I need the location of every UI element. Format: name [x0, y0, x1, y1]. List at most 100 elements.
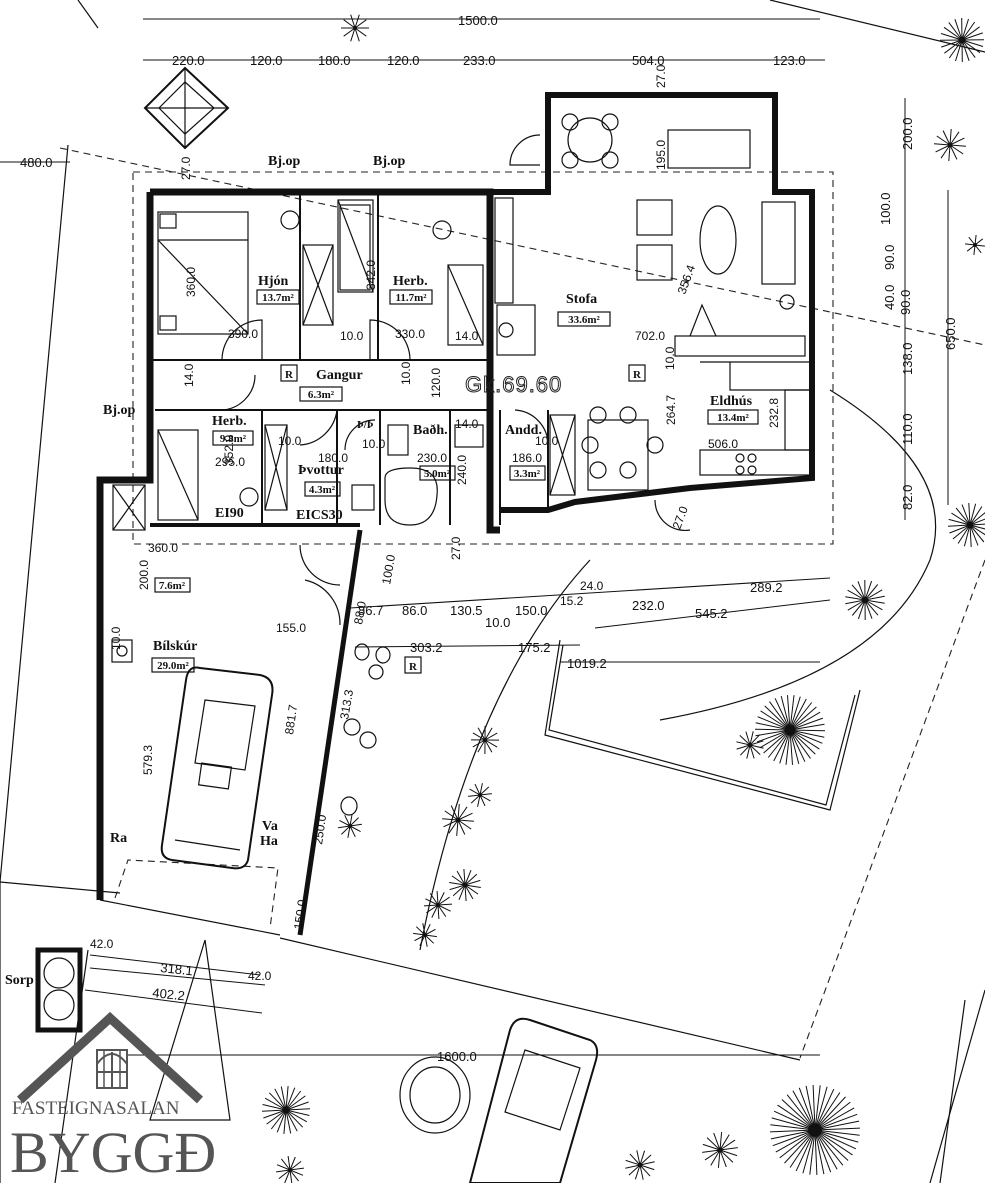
svg-text:88.0: 88.0: [351, 600, 369, 626]
sofa: [761, 201, 796, 285]
room-area-hjon: 13.7m²: [262, 292, 294, 304]
tree-icon: [341, 14, 369, 42]
tree-icon: [933, 128, 967, 162]
window-opening-label: Bj.op: [268, 154, 301, 169]
sorp-label: Sorp: [5, 973, 34, 988]
svg-text:352.0: 352.0: [222, 435, 236, 465]
logo-line2: BYGGÐ: [10, 1120, 216, 1183]
svg-text:220.0: 220.0: [172, 53, 205, 68]
svg-text:123.0: 123.0: [773, 53, 806, 68]
svg-text:24.0: 24.0: [580, 579, 604, 593]
svg-text:40.0: 40.0: [882, 285, 897, 310]
tree-icon: [338, 814, 362, 838]
svg-text:545.2: 545.2: [695, 606, 728, 621]
tree-icon: [702, 1132, 738, 1168]
svg-text:232.8: 232.8: [767, 398, 781, 428]
svg-text:10.0: 10.0: [485, 615, 510, 630]
dimension-texts: 1500.0 220.0 120.0 180.0 120.0 233.0 504…: [20, 13, 958, 1064]
svg-text:504.0: 504.0: [632, 53, 665, 68]
single-bed: [339, 204, 371, 291]
tree-icon: [736, 731, 764, 759]
room-name-bilskur: Bílskúr: [153, 639, 197, 654]
svg-text:230.0: 230.0: [417, 451, 447, 465]
svg-text:650.0: 650.0: [943, 317, 958, 350]
sofa-2: [667, 129, 751, 169]
svg-text:100.0: 100.0: [878, 192, 893, 225]
exterior-walls: [96, 92, 815, 936]
room-area-bilskur: 29.0m²: [157, 660, 189, 672]
svg-text:14.0: 14.0: [455, 329, 479, 343]
armchair-2: [636, 244, 673, 281]
svg-text:233.0: 233.0: [463, 53, 496, 68]
tree-icon: [449, 868, 481, 902]
svg-text:250.0: 250.0: [311, 813, 329, 845]
svg-text:150.0: 150.0: [291, 898, 309, 930]
tree-icon: [261, 1086, 311, 1134]
tree-icon: [276, 1156, 304, 1183]
svg-text:480.0: 480.0: [20, 155, 53, 170]
dimension-lines: [0, 18, 949, 1056]
svg-text:150.0: 150.0: [515, 603, 548, 618]
ra-label: Ra: [110, 831, 127, 846]
svg-text:180.0: 180.0: [318, 451, 348, 465]
svg-text:90.0: 90.0: [882, 245, 897, 270]
room-labels: Hjón 13.7m² Herb. 11.7m² Stofa 33.6m² Ga…: [151, 274, 759, 673]
svg-text:120.0: 120.0: [387, 53, 420, 68]
svg-text:27.0: 27.0: [179, 156, 193, 180]
room-name-gangur: Gangur: [316, 368, 363, 383]
room-name-andd: Andd.: [505, 423, 542, 438]
svg-text:264.7: 264.7: [664, 395, 678, 425]
svg-text:232.0: 232.0: [632, 598, 665, 613]
svg-text:10.0: 10.0: [362, 437, 386, 451]
svg-text:360.0: 360.0: [184, 267, 198, 297]
dining-table-terrace: [567, 117, 613, 163]
car-icon-2: [468, 1017, 599, 1183]
coffee-table: [699, 205, 737, 275]
svg-text:303.2: 303.2: [410, 640, 443, 655]
room-area-stofa: 33.6m²: [568, 314, 600, 326]
svg-text:579.3: 579.3: [141, 745, 155, 775]
room-area-thvottur: 4.3m²: [309, 484, 336, 496]
svg-text:90.0: 90.0: [898, 290, 913, 315]
window-opening-label-2: Bj.op: [373, 154, 406, 169]
svg-text:195.0: 195.0: [654, 140, 668, 170]
svg-text:175.2: 175.2: [518, 640, 551, 655]
svg-text:402.2: 402.2: [152, 985, 186, 1003]
double-bed: [157, 211, 249, 335]
svg-text:155.0: 155.0: [276, 621, 306, 635]
room-area-small: 7.6m²: [159, 580, 186, 592]
room-name-bad: Baðh.: [413, 422, 448, 438]
tree-icon: [845, 579, 885, 621]
svg-text:110.0: 110.0: [900, 413, 915, 445]
armchair: [636, 199, 673, 236]
svg-text:180.0: 180.0: [318, 53, 351, 68]
svg-text:86.0: 86.0: [402, 603, 427, 618]
svg-text:10.0: 10.0: [109, 626, 123, 650]
room-area-gangur: 6.3m²: [308, 389, 335, 401]
tree-icon: [470, 725, 500, 755]
svg-text:R: R: [633, 369, 642, 381]
svg-text:10.0: 10.0: [340, 329, 364, 343]
svg-text:10.0: 10.0: [535, 434, 559, 448]
svg-text:138.0: 138.0: [900, 342, 915, 375]
svg-text:186.0: 186.0: [512, 451, 542, 465]
footprint-outline: [132, 171, 834, 545]
fire-rating-ei90: EI90: [215, 506, 244, 521]
svg-text:881.7: 881.7: [282, 703, 300, 735]
svg-text:200.0: 200.0: [900, 117, 915, 150]
furniture: [111, 113, 811, 663]
svg-text:27.0: 27.0: [654, 64, 668, 88]
tree-icon: [423, 890, 453, 920]
single-bed-2: [157, 429, 199, 521]
svg-text:82.0: 82.0: [900, 485, 915, 510]
room-area-herb2: 9.8m²: [220, 433, 247, 445]
washer-dryer-label: Þ/Þ: [357, 419, 374, 431]
svg-text:14.0: 14.0: [455, 417, 479, 431]
tree-icon: [413, 923, 437, 947]
svg-text:356.4: 356.4: [675, 263, 699, 296]
svg-text:R: R: [409, 661, 418, 673]
svg-text:289.2: 289.2: [750, 580, 783, 595]
room-name-stofa: Stofa: [566, 292, 597, 307]
tv-icon: [689, 303, 717, 337]
